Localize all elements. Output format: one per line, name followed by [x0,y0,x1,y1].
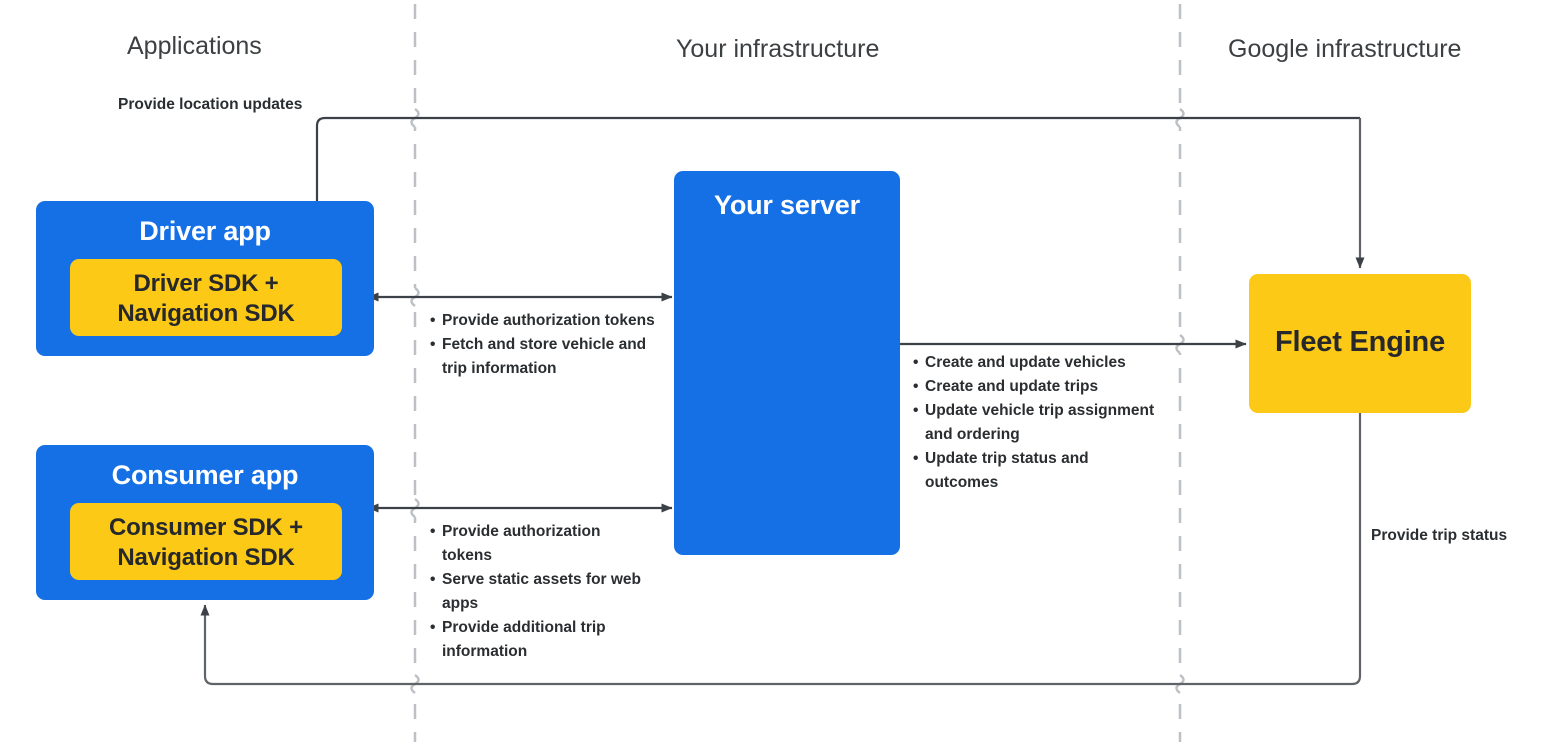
edge-label-provide-trip-status: Provide trip status [1371,527,1508,544]
node-your-server-title: Your server [714,190,860,220]
list-item: Update trip status and outcomes [913,447,1165,495]
edge-provide-location-updates [315,116,1360,268]
node-driver-sdk[interactable]: Driver SDK + Navigation SDK [70,259,342,336]
node-fleet-engine[interactable]: Fleet Engine [1249,274,1471,413]
node-driver-sdk-label-line2: Navigation SDK [117,300,295,327]
node-fleet-engine-title: Fleet Engine [1274,326,1445,358]
list-item: Provide authorization tokens [430,520,654,568]
edge-bullets-consumer-server: Provide authorization tokens Serve stati… [430,520,654,664]
list-item: Provide authorization tokens [430,309,658,333]
list-item: Provide additional trip information [430,616,654,664]
node-consumer-app-title: Consumer app [111,460,299,490]
edge-label-provide-location-updates: Provide location updates [118,96,303,113]
list-item: Create and update trips [913,375,1165,399]
edge-bullets-server-fleet-engine: Create and update vehicles Create and up… [913,351,1165,495]
node-driver-app[interactable]: Driver app Driver SDK + Navigation SDK [36,201,374,356]
column-header-your-infrastructure: Your infrastructure [676,35,880,63]
edge-provide-trip-status [200,413,1362,686]
node-consumer-app[interactable]: Consumer app Consumer SDK + Navigation S… [36,445,374,600]
node-driver-app-title: Driver app [139,216,271,246]
node-consumer-sdk-label-line2: Navigation SDK [117,544,295,571]
column-header-google-infrastructure: Google infrastructure [1228,35,1462,63]
node-consumer-sdk[interactable]: Consumer SDK + Navigation SDK [70,503,342,580]
edge-bullets-driver-server: Provide authorization tokens Fetch and s… [430,309,658,381]
node-your-server[interactable]: Your server [674,171,900,555]
list-item: Serve static assets for web apps [430,568,654,616]
node-driver-sdk-label-line1: Driver SDK + [133,270,279,297]
list-item: Update vehicle trip assignment and order… [913,399,1165,447]
list-item: Create and update vehicles [913,351,1165,375]
column-header-applications: Applications [127,32,262,60]
list-item: Fetch and store vehicle and trip informa… [430,333,658,381]
node-consumer-sdk-label-line1: Consumer SDK + [109,514,303,541]
